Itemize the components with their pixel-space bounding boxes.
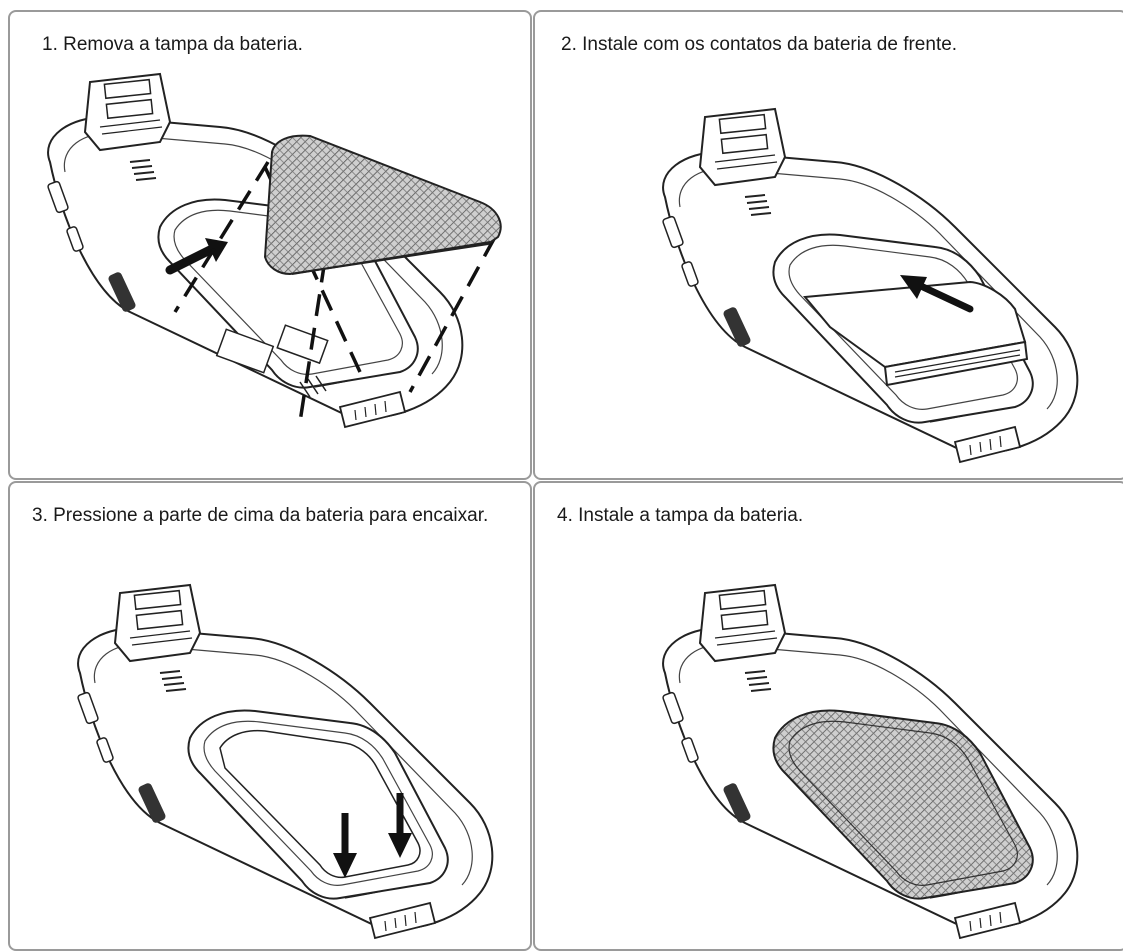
step-3-illustration	[76, 584, 494, 939]
step-1-illustration	[46, 73, 502, 428]
step-1-caption: 1. Remova a tampa da bateria.	[42, 34, 303, 55]
step-4-illustration	[661, 584, 1079, 939]
step-2-caption: 2. Instale com os contatos da bateria de…	[561, 34, 958, 55]
step-3-panel: 3. Pressione a parte de cima da bateria …	[8, 481, 532, 951]
step-2-illustration	[661, 108, 1079, 463]
step-3-caption: 3. Pressione a parte de cima da bateria …	[32, 505, 489, 526]
step-2-panel: 2. Instale com os contatos da bateria de…	[533, 10, 1123, 480]
step-4-panel: 4. Instale a tampa da bateria.	[533, 481, 1123, 951]
step-1-panel: 1. Remova a tampa da bateria.	[8, 10, 532, 480]
step-4-caption: 4. Instale a tampa da bateria.	[557, 505, 804, 526]
